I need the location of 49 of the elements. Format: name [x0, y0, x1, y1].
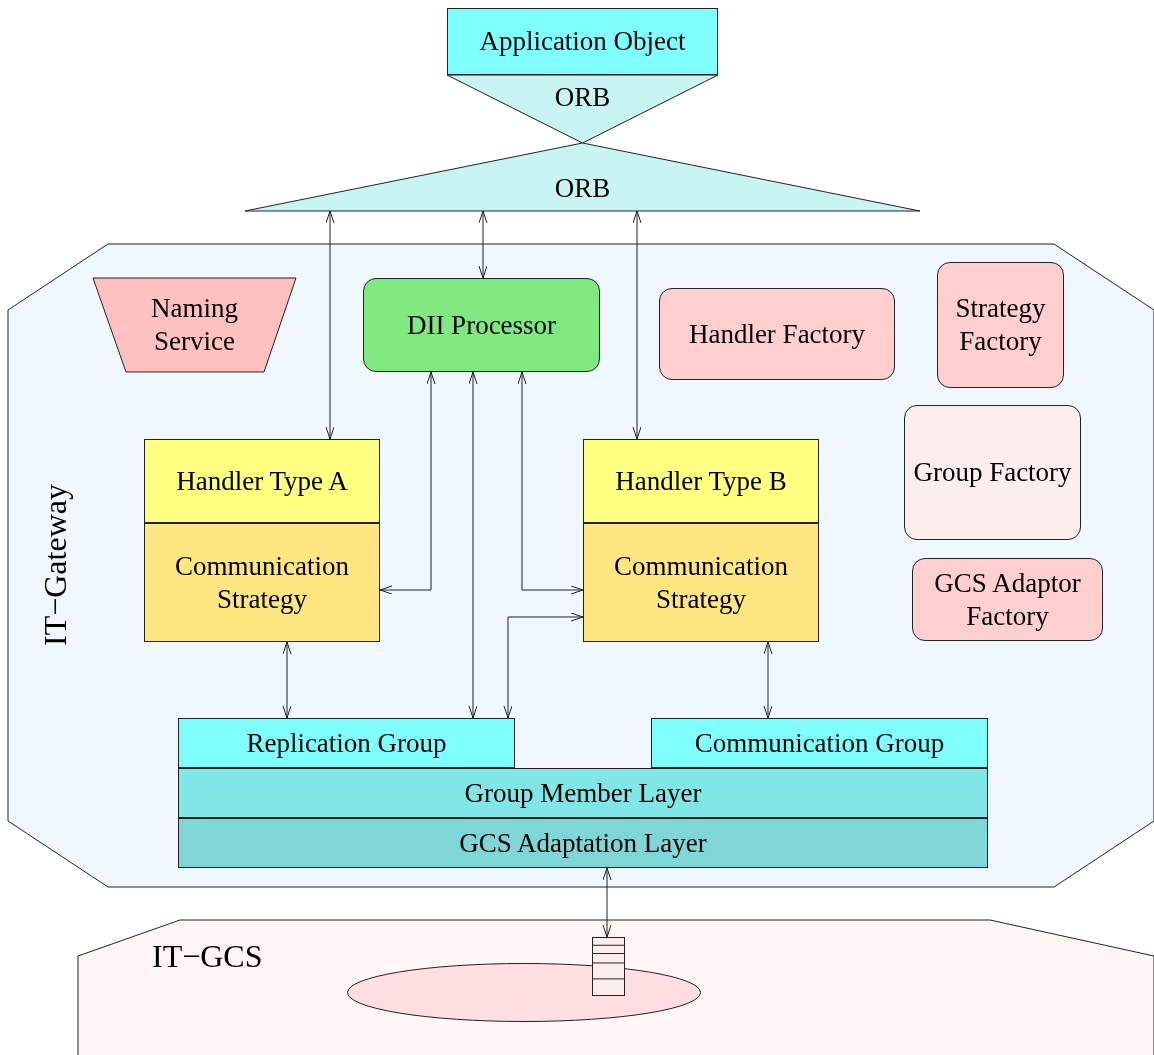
- node-label: GCS Adaptation Layer: [459, 826, 707, 860]
- node-label: IT−Gateway: [36, 484, 74, 646]
- process-box: [178, 718, 515, 768]
- process-box: [144, 439, 380, 523]
- node-label: GCS Adaptor Factory: [933, 566, 1082, 633]
- node-label: Group Factory: [913, 456, 1072, 489]
- double-arrow: [503, 612, 584, 719]
- process-box: [178, 818, 988, 868]
- process-box: [651, 718, 988, 768]
- process-box: [583, 439, 819, 523]
- double-arrow: [632, 210, 642, 440]
- process-box: [583, 523, 819, 642]
- double-arrow: [602, 867, 612, 938]
- node-label: Communication Group: [694, 726, 945, 760]
- node-label: Communication Strategy: [174, 549, 350, 616]
- double-arrow: [325, 210, 335, 440]
- double-arrow: [763, 641, 773, 719]
- node-label: Naming Service: [150, 292, 239, 358]
- node-label: Communication Strategy: [613, 549, 789, 616]
- process-box: [144, 523, 380, 642]
- node-label: ORB: [554, 171, 611, 205]
- node-label: Strategy Factory: [954, 292, 1047, 358]
- rounded-box: [659, 288, 895, 380]
- trapezoid-shape: [93, 278, 296, 372]
- rounded-box: [363, 278, 600, 372]
- node-label: Handler Type A: [176, 464, 348, 498]
- octagon-panel: [8, 244, 1154, 887]
- message-queue: [592, 937, 625, 996]
- node-label: ORB: [554, 80, 611, 114]
- node-label: Group Member Layer: [464, 776, 702, 810]
- process-box: [178, 768, 988, 818]
- node-label: DII Processor: [406, 308, 557, 342]
- node-label: IT−GCS: [152, 938, 263, 975]
- node-label: Handler Type B: [615, 464, 787, 498]
- triangle-shape: [447, 75, 718, 143]
- ellipse-shape: [347, 963, 701, 1022]
- double-arrow: [478, 210, 488, 279]
- node-label: Application Object: [479, 25, 686, 58]
- node-label: Handler Factory: [688, 317, 866, 351]
- rounded-box: [912, 558, 1103, 641]
- double-arrow: [379, 371, 436, 595]
- process-box: [447, 8, 718, 75]
- node-label: Replication Group: [246, 726, 447, 760]
- double-arrow: [282, 641, 292, 719]
- rounded-box: [937, 262, 1064, 388]
- octagon-panel: [78, 920, 1154, 1055]
- double-arrow: [517, 371, 584, 595]
- rounded-box: [904, 405, 1081, 540]
- double-arrow: [468, 371, 478, 719]
